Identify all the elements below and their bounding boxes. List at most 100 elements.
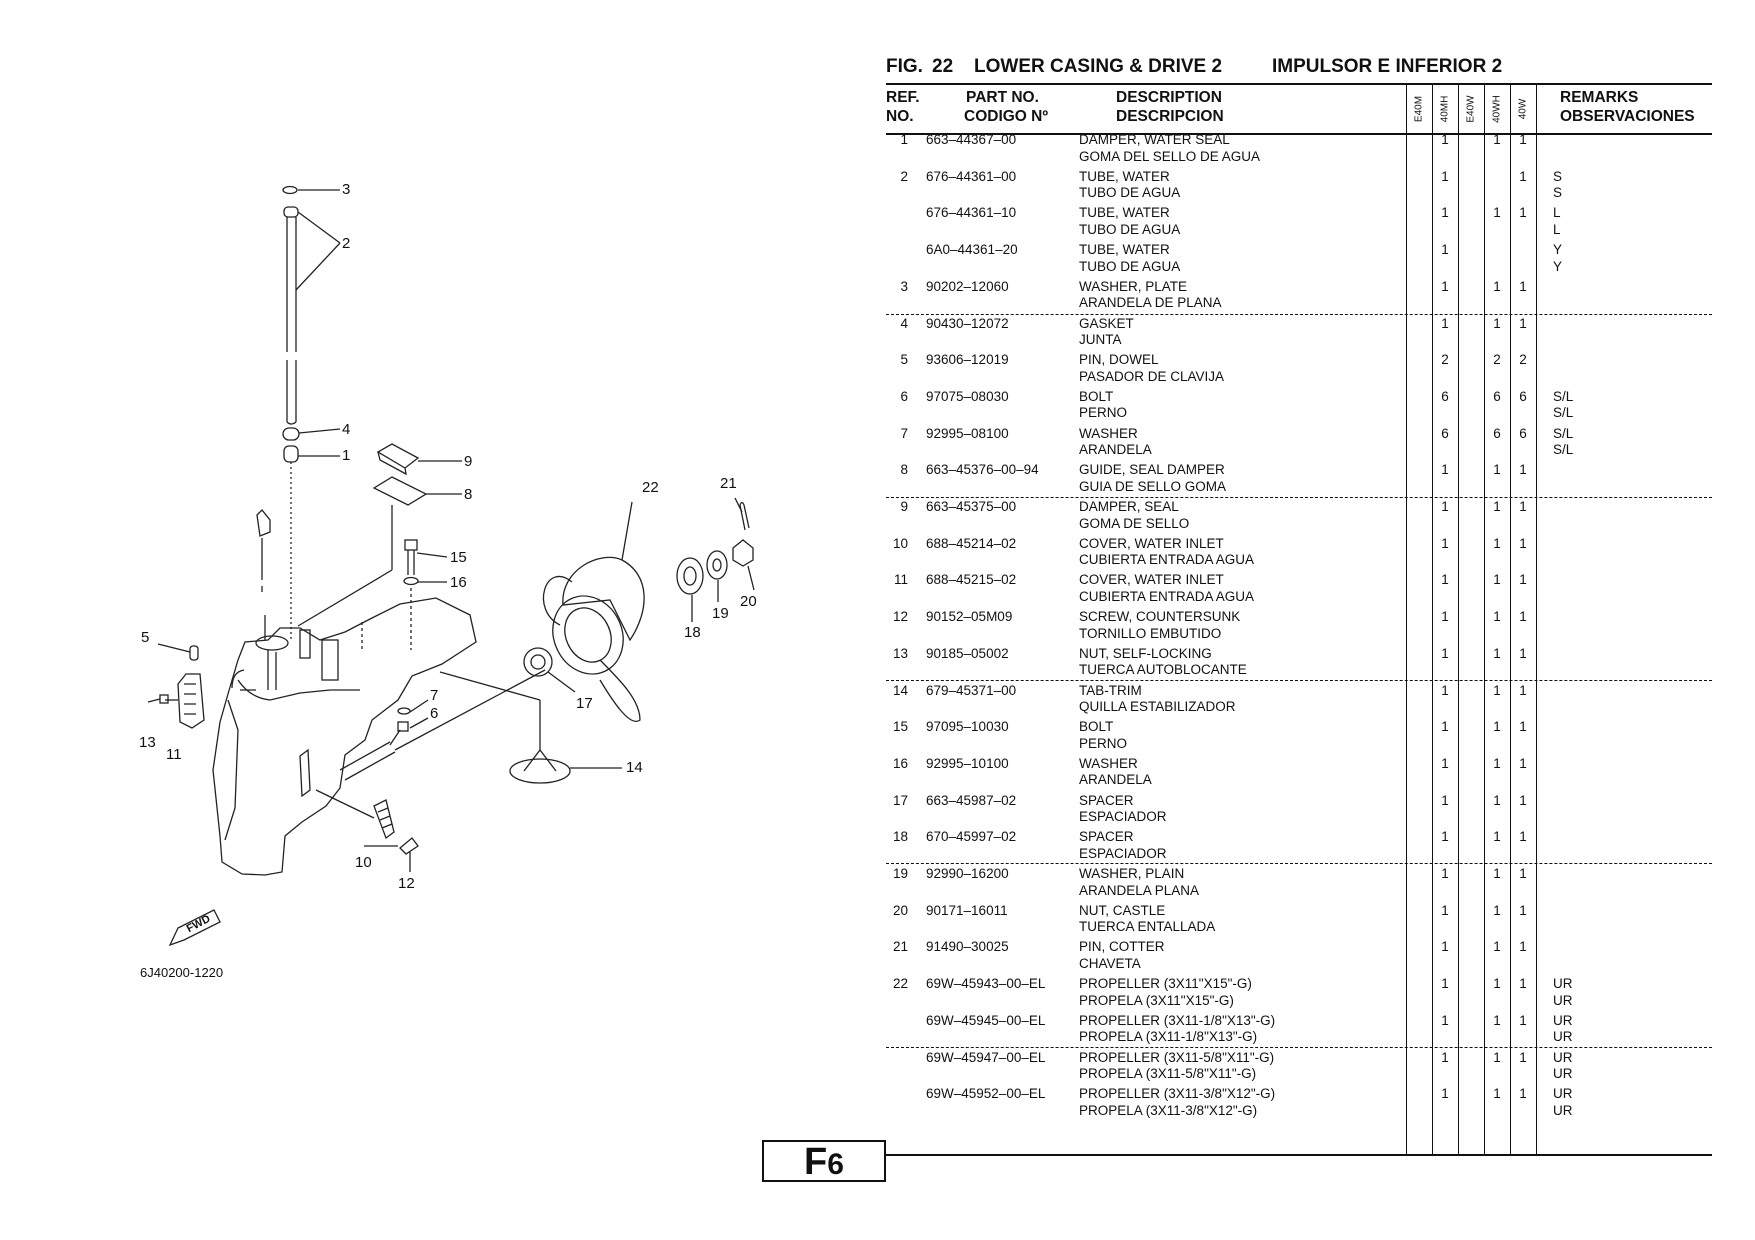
quantity-40w: 1 — [1519, 1012, 1527, 1028]
part-number: 93606–12019 — [926, 352, 1009, 368]
cotter-pin-drawing — [739, 501, 750, 531]
part-number: 670–45997–02 — [926, 829, 1017, 845]
quantity-40mh: 1 — [1441, 976, 1449, 992]
washer-plate-drawing — [282, 185, 298, 195]
tube-top-drawing — [283, 206, 299, 218]
col-part-es: CODIGO Nº — [964, 108, 1049, 125]
description-spanish: GOMA DE SELLO — [1079, 515, 1190, 531]
quantity-40wh: 1 — [1493, 755, 1501, 771]
remark: S/L — [1553, 442, 1574, 458]
description-english: PROPELLER (3X11-1/8"X13"-G) — [1079, 1012, 1276, 1028]
title-english: LOWER CASING & DRIVE 2 — [974, 56, 1223, 77]
part-number: 676–44361–10 — [926, 205, 1017, 221]
section-separator — [886, 314, 1712, 315]
quantity-40mh: 1 — [1441, 205, 1449, 221]
quantity-40wh: 1 — [1493, 792, 1501, 808]
seal-damper-drawing — [376, 443, 420, 476]
remark: UR — [1553, 1012, 1573, 1028]
description-spanish: ARANDELA — [1079, 442, 1152, 458]
title-spanish: IMPULSOR E INFERIOR 2 — [1272, 56, 1503, 77]
ref-number: 11 — [893, 572, 908, 588]
ref-number: 12 — [892, 609, 908, 625]
quantity-40mh: 1 — [1441, 1012, 1449, 1028]
callout-14: 14 — [626, 759, 643, 776]
quantity-40wh: 1 — [1493, 315, 1501, 331]
section-separator — [886, 497, 1712, 498]
fig-number: 22 — [932, 56, 954, 77]
ref-number: 19 — [892, 866, 908, 881]
col-ref-es: NO. — [886, 108, 914, 125]
description-spanish: PROPELA (3X11"X15"-G) — [1079, 992, 1234, 1008]
quantity-40mh: 1 — [1441, 902, 1449, 918]
column-rule — [1432, 84, 1433, 1154]
description-spanish: PROPELA (3X11-1/8"X13"-G) — [1079, 1029, 1258, 1045]
remark: Y — [1553, 258, 1563, 274]
description-english: BOLT — [1079, 388, 1114, 404]
callout-12: 12 — [398, 875, 415, 892]
ref-number: 16 — [892, 755, 908, 771]
part-number: 69W–45947–00–EL — [926, 1049, 1046, 1065]
part-number: 663–45376–00–94 — [926, 462, 1039, 478]
quantity-40mh: 1 — [1441, 1049, 1449, 1065]
description-english: COVER, WATER INLET — [1079, 572, 1224, 588]
propeller-blade-left — [542, 575, 573, 626]
quantity-40w: 1 — [1519, 976, 1527, 992]
quantity-40wh: 1 — [1493, 205, 1501, 221]
description-english: NUT, SELF-LOCKING — [1079, 645, 1212, 661]
description-spanish: GOMA DEL SELLO DE AGUA — [1079, 148, 1261, 164]
col-ref-en: REF. — [886, 89, 920, 106]
remark: L — [1553, 221, 1561, 237]
fwd-arrow-drawing — [168, 909, 221, 947]
col-remarks-en: REMARKS — [1560, 89, 1639, 106]
quantity-40mh: 2 — [1441, 352, 1449, 368]
remark: S/L — [1553, 425, 1574, 441]
quantity-40w: 2 — [1519, 352, 1527, 368]
quantity-40w: 1 — [1519, 866, 1527, 881]
remark: S/L — [1553, 405, 1574, 421]
part-number: 90202–12060 — [926, 278, 1009, 294]
diagram-code: 6J40200-1220 — [140, 965, 224, 980]
description-spanish: ESPACIADOR — [1079, 845, 1167, 861]
ref-number: 13 — [892, 645, 908, 661]
remark: S/L — [1553, 388, 1574, 404]
water-inlet-cover-10-drawing — [299, 748, 311, 798]
quantity-40mh: 1 — [1441, 719, 1449, 735]
self-locking-nut-drawing — [159, 694, 169, 704]
description-english: SPACER — [1079, 792, 1134, 808]
description-spanish: TORNILLO EMBUTIDO — [1079, 625, 1222, 641]
description-spanish: PERNO — [1079, 735, 1128, 751]
model-e40w: E40W — [1465, 95, 1477, 123]
quantity-40mh: 1 — [1441, 462, 1449, 478]
col-remarks-es: OBSERVACIONES — [1560, 108, 1695, 125]
callout-22: 22 — [642, 479, 659, 496]
quantity-40w: 1 — [1519, 205, 1527, 221]
quantity-40mh: 6 — [1441, 388, 1449, 404]
callout-21: 21 — [720, 475, 737, 492]
countersunk-screw-drawing — [399, 837, 419, 855]
description-spanish: PASADOR DE CLAVIJA — [1079, 368, 1225, 384]
description-spanish: CHAVETA — [1079, 955, 1141, 971]
gasket-drawing — [282, 427, 300, 441]
section-separator — [886, 680, 1712, 681]
quantity-40wh: 1 — [1493, 1012, 1501, 1028]
description-spanish: TUBO DE AGUA — [1079, 258, 1181, 274]
description-english: SPACER — [1079, 829, 1134, 845]
callout-8: 8 — [464, 486, 473, 503]
description-english: PROPELLER (3X11"X15"-G) — [1079, 976, 1252, 992]
callout-10: 10 — [355, 854, 372, 871]
remark: Y — [1553, 242, 1563, 258]
quantity-40mh: 1 — [1441, 242, 1449, 258]
remark: UR — [1553, 1066, 1573, 1081]
description-spanish: TUBO DE AGUA — [1079, 221, 1181, 237]
description-spanish: TUERCA AUTOBLOCANTE — [1079, 662, 1247, 678]
callout-2: 2 — [342, 235, 351, 252]
